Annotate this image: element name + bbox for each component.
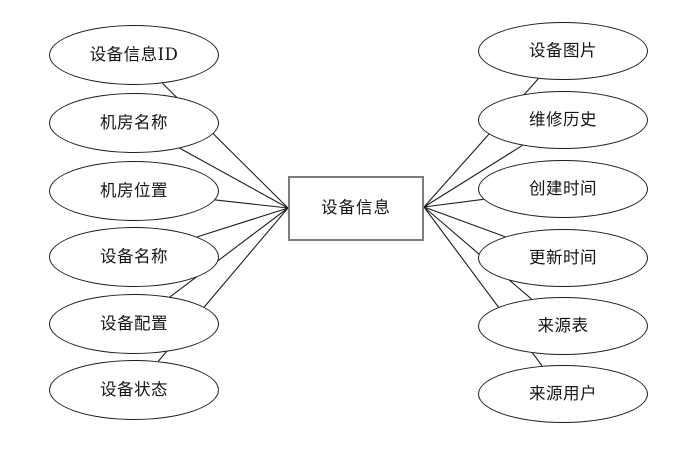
attribute-label: 设备信息ID xyxy=(89,44,179,64)
attribute-node-right-3[interactable]: 创建时间 xyxy=(478,160,648,218)
attribute-node-left-1[interactable]: 设备信息ID xyxy=(49,25,219,85)
attribute-label: 设备配置 xyxy=(100,313,168,333)
attribute-label: 设备图片 xyxy=(529,40,597,60)
connector-right-2 xyxy=(423,144,523,208)
connector-left-2 xyxy=(179,147,289,209)
entity-label: 设备信息 xyxy=(321,198,391,218)
attribute-label: 设备状态 xyxy=(100,379,168,399)
attribute-node-right-5[interactable]: 来源表 xyxy=(478,297,648,355)
attribute-node-right-1[interactable]: 设备图片 xyxy=(478,22,648,80)
attribute-label: 维修历史 xyxy=(529,109,597,129)
connector-right-5 xyxy=(423,206,532,300)
attribute-label: 来源表 xyxy=(537,315,589,335)
attribute-node-left-4[interactable]: 设备名称 xyxy=(49,227,219,287)
connector-right-4 xyxy=(423,206,506,238)
attribute-node-left-3[interactable]: 机房位置 xyxy=(49,161,219,221)
attribute-node-left-2[interactable]: 机房名称 xyxy=(49,93,219,153)
entity-node-equipment-info[interactable]: 设备信息 xyxy=(288,176,424,241)
attribute-node-left-6[interactable]: 设备状态 xyxy=(49,360,219,420)
attribute-label: 机房位置 xyxy=(100,180,168,200)
attribute-label: 更新时间 xyxy=(529,247,597,267)
attribute-node-right-6[interactable]: 来源用户 xyxy=(478,365,648,423)
connector-right-3 xyxy=(423,198,484,208)
attribute-node-right-4[interactable]: 更新时间 xyxy=(478,229,648,287)
attribute-label: 机房名称 xyxy=(100,112,168,132)
attribute-label: 来源用户 xyxy=(529,383,597,403)
attribute-label: 设备名称 xyxy=(100,246,168,266)
connector-left-3 xyxy=(215,199,289,209)
connector-left-5 xyxy=(169,207,289,298)
attribute-label: 创建时间 xyxy=(529,178,597,198)
connector-left-4 xyxy=(196,207,289,238)
attribute-node-right-2[interactable]: 维修历史 xyxy=(478,91,648,149)
attribute-node-left-5[interactable]: 设备配置 xyxy=(49,294,219,354)
